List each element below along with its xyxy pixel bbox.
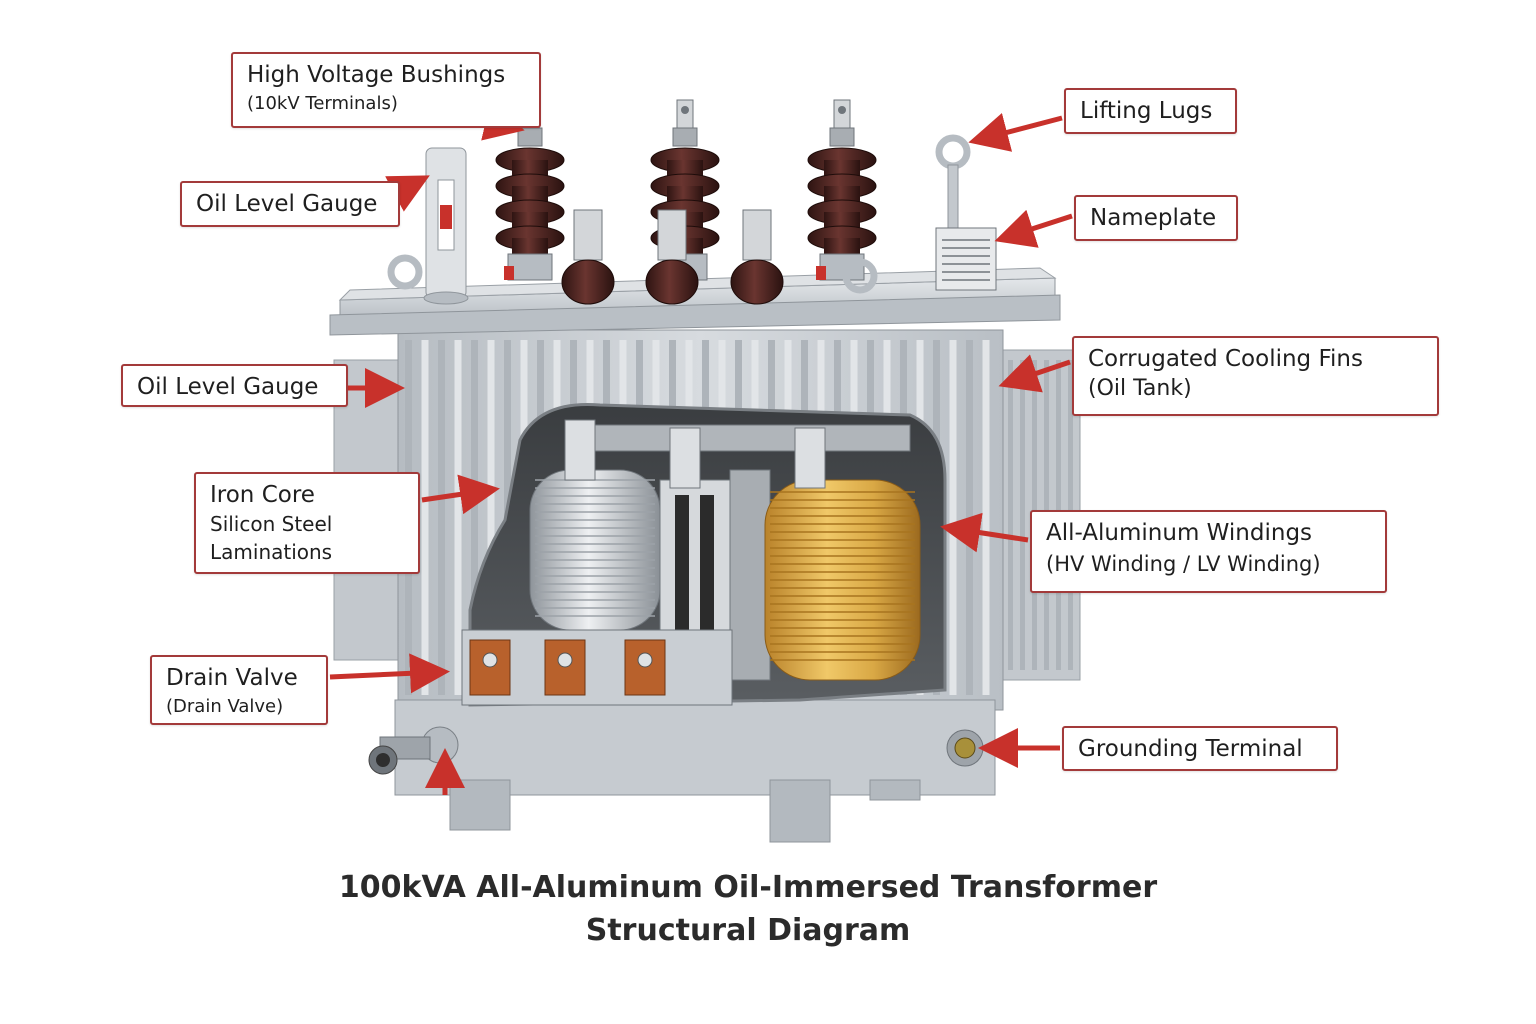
arrow-cooling-fins — [998, 354, 1071, 393]
cooling-fin — [982, 340, 990, 695]
callout-windings: All-Aluminum Windings (HV Winding / LV W… — [1030, 510, 1387, 593]
hv-bushings — [495, 99, 877, 281]
callout-drain-valve: Drain Valve (Drain Valve) — [150, 655, 328, 725]
diagram-caption-line2: Structural Diagram — [585, 913, 911, 948]
callout-oil-level-gauge-side: Oil Level Gauge — [121, 364, 348, 407]
core-clamps — [564, 419, 911, 489]
callout-nameplate-title: Nameplate — [1090, 205, 1217, 231]
cooling-fin — [487, 340, 495, 695]
lifting-lug-device — [387, 134, 971, 294]
callout-cooling-fins-title: Corrugated Cooling Fins — [1088, 346, 1363, 372]
terminal-block — [461, 629, 733, 706]
tank-base — [394, 699, 996, 843]
callout-hv-bushings-title: High Voltage Bushings — [247, 62, 506, 88]
arrow-oil-gauge-top — [385, 175, 430, 212]
callout-drain-valve-title: Drain Valve — [166, 665, 298, 691]
cooling-fin — [454, 340, 462, 695]
arrow-nameplate — [994, 209, 1073, 248]
callout-oil-level-gauge-side-title: Oil Level Gauge — [137, 374, 319, 400]
grounding-terminal-device — [946, 729, 984, 767]
oil-level-gauge-device — [423, 147, 469, 305]
callout-windings-title: All-Aluminum Windings — [1046, 520, 1313, 546]
callout-cooling-fins: Corrugated Cooling Fins (Oil Tank) — [1072, 336, 1439, 416]
winding-coil — [764, 479, 921, 681]
arrow-windings — [940, 512, 1029, 553]
cooling-fin — [471, 340, 478, 695]
callout-hv-bushings: High Voltage Bushings (10kV Terminals) — [231, 52, 541, 128]
callout-lifting-lugs-title: Lifting Lugs — [1080, 98, 1213, 124]
callout-nameplate: Nameplate — [1074, 195, 1238, 241]
callout-windings-subtitle: (HV Winding / LV Winding) — [1046, 552, 1321, 576]
callout-grounding-title: Grounding Terminal — [1078, 736, 1303, 762]
nameplate-device — [935, 227, 997, 291]
diagram-caption-line1: 100kVA All-Aluminum Oil-Immersed Transfo… — [338, 870, 1158, 905]
callout-grounding: Grounding Terminal — [1062, 726, 1338, 771]
cooling-fin — [966, 340, 973, 695]
arrow-iron-core — [421, 474, 500, 515]
callout-iron-core-title: Iron Core — [210, 482, 315, 508]
callout-cooling-fins-subtitle: (Oil Tank) — [1088, 376, 1192, 401]
callout-oil-level-gauge-top: Oil Level Gauge — [180, 181, 400, 227]
callout-iron-core: Iron Core Silicon Steel Laminations — [194, 472, 420, 574]
callout-hv-bushings-subtitle: (10kV Terminals) — [247, 93, 398, 114]
callout-oil-level-gauge-top-title: Oil Level Gauge — [196, 191, 378, 217]
cooling-fin — [438, 340, 445, 695]
cooling-fin — [949, 340, 957, 695]
arrow-lifting-lugs — [968, 113, 1063, 152]
arrow-drain-valve — [329, 653, 450, 694]
cooling-fin — [421, 340, 429, 695]
lv-bushings — [561, 209, 784, 305]
callout-iron-core-line3: Laminations — [210, 540, 333, 564]
callout-lifting-lugs: Lifting Lugs — [1064, 88, 1237, 134]
callout-drain-valve-subtitle: (Drain Valve) — [166, 696, 284, 717]
callout-iron-core-line2: Silicon Steel — [210, 512, 333, 536]
